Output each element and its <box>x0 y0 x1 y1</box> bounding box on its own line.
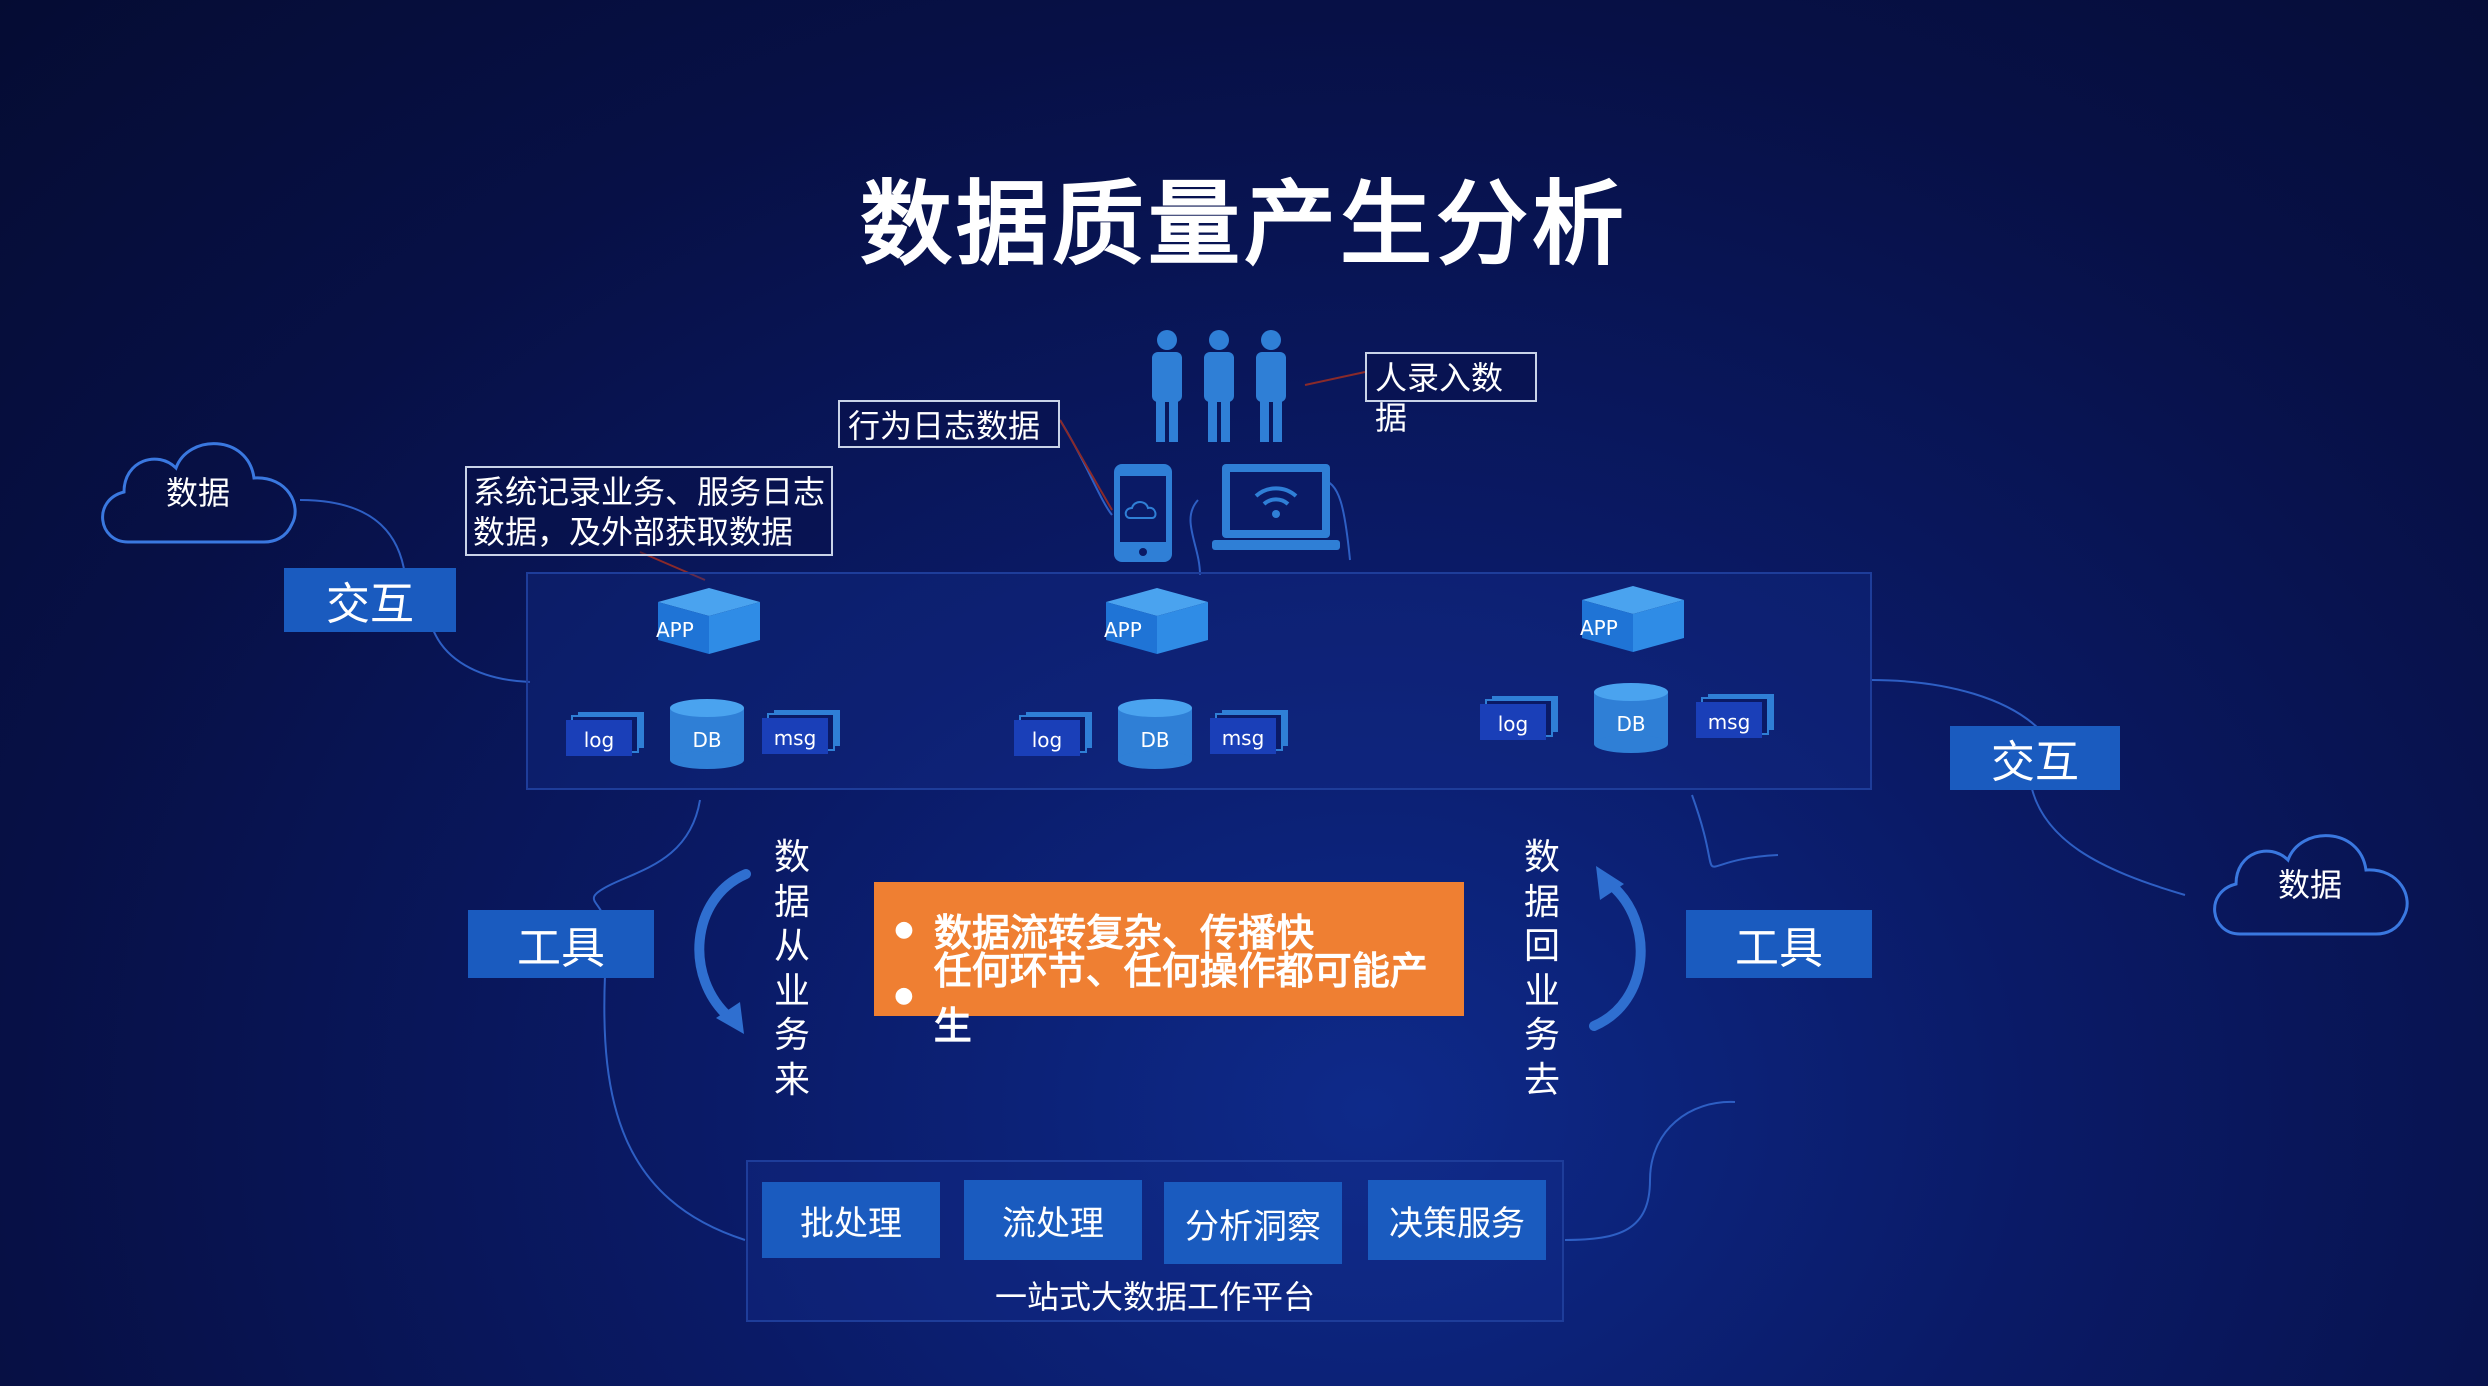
phone-icon <box>1112 462 1174 564</box>
app-label: APP <box>656 618 694 642</box>
vertical-char: 回 <box>1523 926 1560 967</box>
interaction-label-left: 交互 <box>284 568 456 632</box>
vertical-char: 业 <box>773 970 810 1012</box>
log-stack-icon: log <box>566 712 648 758</box>
database-icon: DB <box>1592 682 1670 754</box>
callout-behavior-log: 行为日志数据 <box>838 400 1060 448</box>
data-cloud-right: 数据 <box>2200 812 2420 942</box>
db-label: DB <box>692 728 722 752</box>
vertical-char: 务 <box>1523 1015 1560 1056</box>
app-label: APP <box>1580 616 1618 640</box>
db-label: DB <box>1140 728 1170 752</box>
app-label: APP <box>1104 618 1142 642</box>
msg-stack-icon: msg <box>762 710 844 756</box>
data-cloud-left: 数据 <box>88 420 308 550</box>
vertical-char: 业 <box>1523 970 1560 1012</box>
tools-label-left: 工具 <box>468 910 654 978</box>
stack-label: msg <box>773 726 817 750</box>
app-cube-icon: APP <box>1102 586 1212 656</box>
app-cube-icon: APP <box>1578 584 1688 654</box>
msg-stack-icon: msg <box>1696 694 1778 740</box>
stack-label: msg <box>1707 710 1751 734</box>
vertical-char: 据 <box>773 881 810 923</box>
highlight-item: ● 任何环节、任何操作都可能产生 <box>874 949 1464 1048</box>
bullet-icon: ● <box>894 982 914 1008</box>
platform-tile-stream: 流处理 <box>964 1180 1142 1260</box>
stack-label: log <box>1031 728 1063 752</box>
msg-stack-icon: msg <box>1210 710 1292 756</box>
vertical-text-back-business: 数据回业务去 <box>1520 836 1564 1103</box>
vertical-char: 去 <box>1523 1059 1560 1101</box>
highlight-item: ● 数据流转复杂、传播快 <box>874 896 1464 962</box>
app-cube-icon: APP <box>654 586 764 656</box>
vertical-char: 从 <box>773 926 810 967</box>
interaction-label-right: 交互 <box>1950 726 2120 790</box>
highlight-text: 数据流转复杂、传播快 <box>934 910 1315 955</box>
highlight-box: ● 数据流转复杂、传播快 ● 任何环节、任何操作都可能产生 <box>874 882 1464 1048</box>
log-stack-icon: log <box>1014 712 1096 758</box>
stack-label: log <box>583 728 615 752</box>
laptop-wifi-icon <box>1212 462 1340 554</box>
database-icon: DB <box>1116 698 1194 770</box>
cloud-label: 数据 <box>165 474 230 512</box>
vertical-text-from-business: 数据从业务来 <box>770 836 814 1103</box>
cloud-label: 数据 <box>2277 866 2342 904</box>
database-icon: DB <box>668 698 746 770</box>
db-label: DB <box>1616 712 1646 736</box>
highlight-text: 任何环节、任何操作都可能产生 <box>933 949 1428 1048</box>
platform-tile-decision: 决策服务 <box>1368 1180 1546 1260</box>
vertical-char: 务 <box>773 1015 810 1056</box>
cloud-icon <box>101 442 297 544</box>
log-stack-icon: log <box>1480 696 1562 742</box>
curved-arrow-up-icon <box>1580 862 1660 1032</box>
tools-label-right: 工具 <box>1686 910 1872 978</box>
bullet-icon: ● <box>894 916 914 942</box>
callout-line: 数据，及外部获取数据 <box>473 513 794 551</box>
page-title: 数据质量产生分析 <box>859 171 1628 278</box>
vertical-char: 数 <box>1523 837 1560 878</box>
platform-tile-analysis: 分析洞察 <box>1164 1182 1342 1264</box>
stack-label: log <box>1497 712 1529 736</box>
callout-line: 系统记录业务、服务日志 <box>473 473 826 511</box>
curved-arrow-down-icon <box>680 868 760 1038</box>
platform-label: 一站式大数据工作平台 <box>994 1278 1315 1316</box>
callout-human-entry: 人录入数据 <box>1365 352 1537 437</box>
callout-system-record: 系统记录业务、服务日志 数据，及外部获取数据 <box>465 466 833 556</box>
vertical-char: 数 <box>773 837 810 878</box>
platform-tile-batch: 批处理 <box>762 1182 940 1258</box>
stack-label: msg <box>1221 726 1265 750</box>
vertical-char: 来 <box>773 1059 810 1101</box>
people-icon <box>1142 326 1302 446</box>
vertical-char: 据 <box>1523 881 1560 923</box>
cloud-icon <box>2213 834 2409 936</box>
